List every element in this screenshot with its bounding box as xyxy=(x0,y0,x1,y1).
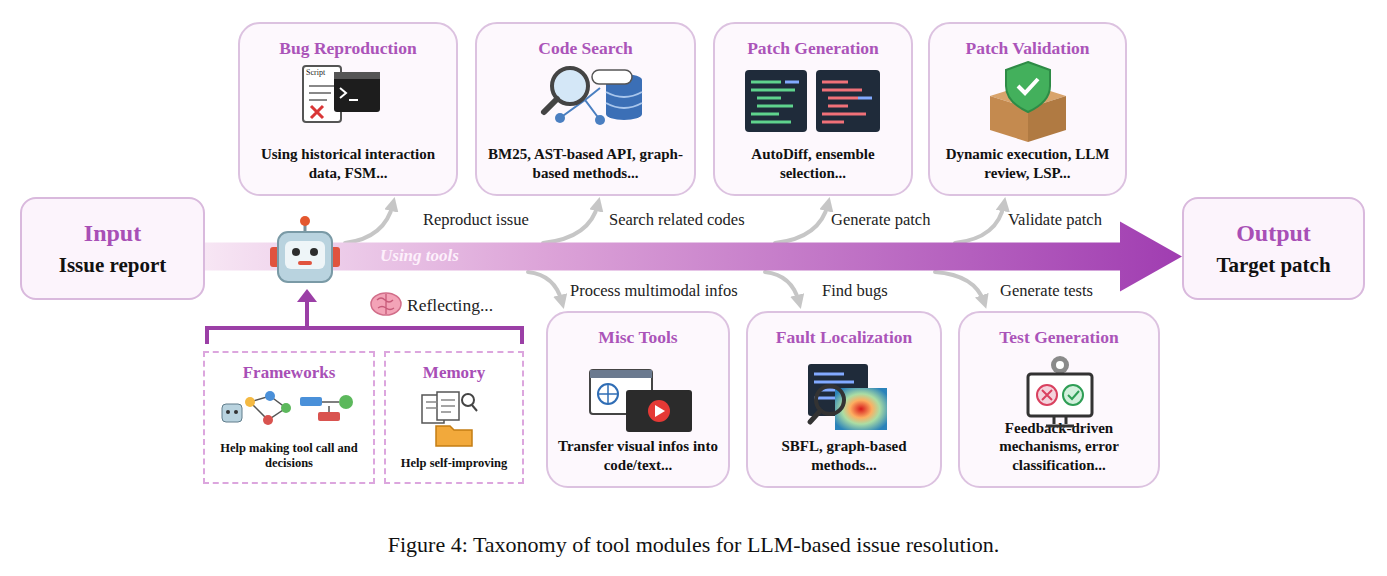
node-description: BM25, AST-based API, graph-based methods… xyxy=(483,145,688,182)
tool-module-box: Patch ValidationDynamic execution, LLM r… xyxy=(928,22,1127,196)
node-description: Issue report xyxy=(59,253,167,278)
robot-icon xyxy=(304,222,307,233)
node-title: Output xyxy=(1236,220,1311,247)
node-description: Transfer visual infos into code/text... xyxy=(554,437,722,474)
robot-icon xyxy=(298,261,312,265)
arrow-label: Generate patch xyxy=(831,210,930,230)
figure-caption: Figure 4: Taxonomy of tool modules for L… xyxy=(0,532,1387,558)
arrow-label: Reproduct issue xyxy=(423,210,529,230)
brain-icon xyxy=(371,293,401,315)
node-description: Target patch xyxy=(1216,253,1330,278)
edge-label: Using tools xyxy=(380,246,459,266)
feedback-bracket xyxy=(297,289,317,302)
robot-icon xyxy=(278,232,332,282)
node-title: Bug Reproduction xyxy=(279,38,416,59)
tool-module-box: Patch GenerationAutoDiff, ensemble selec… xyxy=(713,22,913,196)
branch-arrows xyxy=(775,204,828,243)
node-description: Dynamic execution, LLM review, LSP... xyxy=(943,145,1113,182)
branch-arrows xyxy=(543,204,598,243)
terminal-box: OutputTarget patch xyxy=(1182,197,1365,300)
arrow-label: Generate tests xyxy=(1000,281,1093,301)
annotation-text: Reflecting... xyxy=(407,295,493,316)
branch-arrows xyxy=(345,204,1004,302)
support-box: FrameworksHelp making tool call and deci… xyxy=(203,351,375,484)
branch-arrows xyxy=(345,204,393,243)
node-title: Patch Validation xyxy=(966,38,1090,59)
feedback-bracket xyxy=(207,328,522,344)
node-title: Memory xyxy=(423,363,485,383)
brain-icon xyxy=(377,294,394,314)
robot-icon xyxy=(270,216,340,282)
node-title: Test Generation xyxy=(999,327,1118,348)
node-title: Patch Generation xyxy=(747,38,879,59)
node-title: Input xyxy=(84,220,141,247)
branch-arrows xyxy=(955,204,1004,243)
tool-module-box: Misc ToolsTransfer visual infos into cod… xyxy=(546,311,730,488)
feedback-bracket xyxy=(305,300,309,328)
tool-module-box: Code SearchBM25, AST-based API, graph-ba… xyxy=(475,22,696,196)
node-description: SBFL, graph-based methods... xyxy=(769,437,919,474)
node-title: Frameworks xyxy=(243,363,336,383)
support-box: MemoryHelp self-improving xyxy=(384,351,524,484)
node-description: Using historical interaction data, FSM..… xyxy=(248,145,448,182)
robot-icon xyxy=(300,216,310,226)
brain-icon xyxy=(371,293,401,315)
feedback-bracket xyxy=(207,289,522,344)
arrow-label: Validate patch xyxy=(1008,210,1102,230)
robot-icon xyxy=(330,247,340,267)
branch-arrows xyxy=(528,272,562,302)
robot-icon xyxy=(310,248,318,256)
robot-icon xyxy=(285,241,325,269)
terminal-box: InputIssue report xyxy=(20,197,205,300)
robot-icon xyxy=(292,248,300,256)
arrow-label: Find bugs xyxy=(822,281,888,301)
node-description: Feedback-driven mechanisms, error classi… xyxy=(989,419,1129,474)
branch-arrows xyxy=(765,272,799,302)
arrow-label: Process multimodal infos xyxy=(570,281,738,301)
node-title: Fault Localization xyxy=(776,327,913,348)
arrow-label: Search related codes xyxy=(609,210,745,230)
node-title: Misc Tools xyxy=(598,327,677,348)
branch-arrows xyxy=(935,272,984,302)
node-description: Help making tool call and decisions xyxy=(209,441,369,472)
tool-module-box: Fault LocalizationSBFL, graph-based meth… xyxy=(746,311,942,488)
tool-module-box: Test GenerationFeedback-driven mechanism… xyxy=(958,311,1160,488)
node-title: Code Search xyxy=(538,38,632,59)
tool-module-box: Bug ReproductionUsing historical interac… xyxy=(238,22,458,196)
node-description: Help self-improving xyxy=(401,456,507,472)
annotation-text: Script xyxy=(306,68,325,77)
node-description: AutoDiff, ensemble selection... xyxy=(733,145,893,182)
robot-icon xyxy=(270,247,280,267)
